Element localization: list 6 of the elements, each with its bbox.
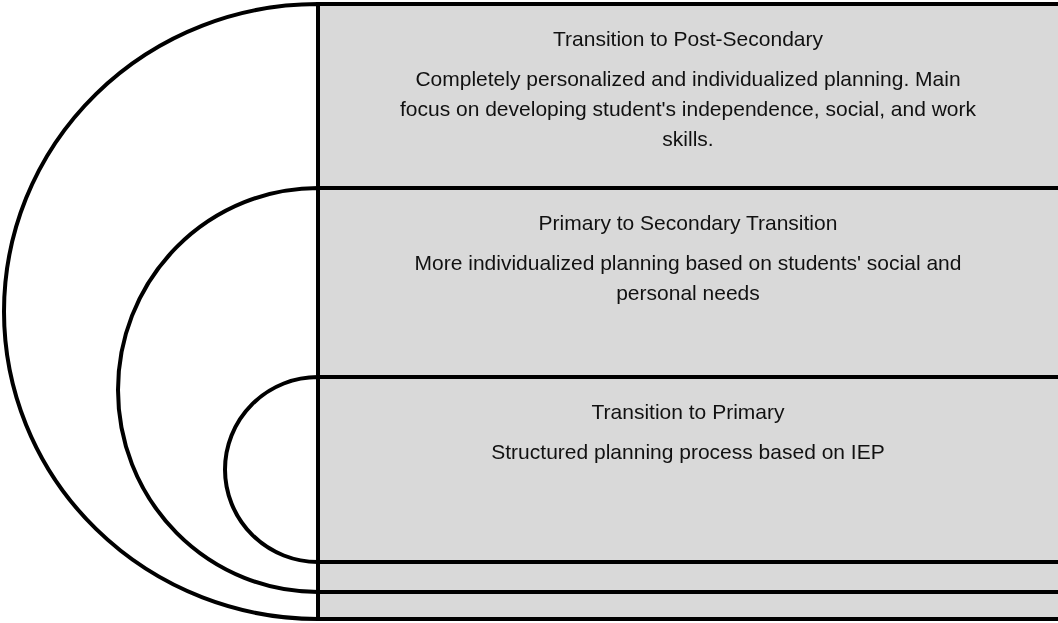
stage-description: More individualized planning based on students' social and personal needs — [413, 250, 963, 306]
stage-description: Structured planning process based on IEP — [491, 439, 885, 465]
stage-heading: Primary to Secondary Transition — [538, 210, 838, 236]
stage-description: Completely personalized and individualized planning. Main focus on developing student's independence, social, and work skills. — [398, 66, 978, 152]
stage-heading: Transition to Post-Secondary — [553, 26, 823, 52]
stage-heading: Transition to Primary — [591, 399, 785, 425]
